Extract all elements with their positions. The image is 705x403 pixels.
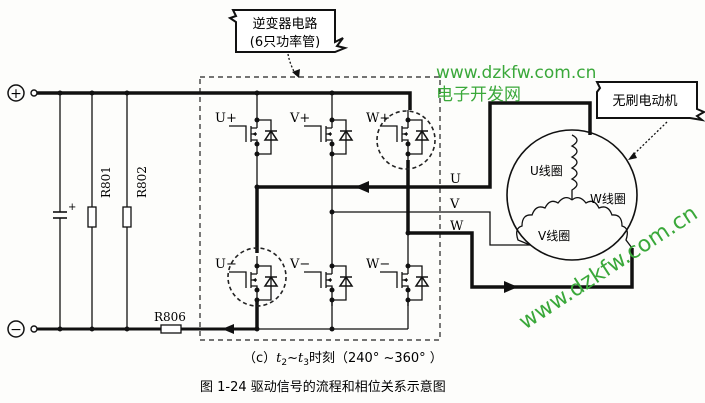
- resistor-r806: R806: [154, 310, 186, 334]
- svg-text:+: +: [68, 202, 76, 213]
- phase-u-line: [257, 101, 592, 189]
- svg-text:R802: R802: [135, 166, 149, 198]
- switch-label: U−: [215, 257, 237, 272]
- current-arrow-u: [355, 181, 369, 193]
- mosfet-wplus: W+: [366, 110, 430, 160]
- switch-label: U+: [215, 111, 237, 126]
- resistor-r801: R801: [87, 90, 113, 332]
- switch-label: W+: [366, 111, 390, 126]
- inverter-boundary: [199, 76, 441, 341]
- v-coil: [516, 196, 573, 246]
- conducting-highlight-u-minus: [227, 247, 287, 307]
- mosfet-wminus: W−: [366, 256, 430, 306]
- figure-caption: 图 1-24 驱动信号的流程和相位关系示意图: [200, 379, 446, 395]
- watermark-site-name: 电子开发网: [436, 85, 521, 105]
- mosfet-vminus: V−: [289, 256, 354, 306]
- svg-text:R806: R806: [154, 310, 186, 324]
- conducting-highlight-w-plus: [376, 110, 436, 170]
- svg-text:+: +: [10, 86, 22, 102]
- v-coil-label: V线圈: [538, 229, 570, 243]
- filter-capacitor: +: [53, 90, 76, 332]
- inverter-callout: 逆变器电路 (6只功率管): [227, 9, 349, 78]
- svg-text:无刷电动机: 无刷电动机: [612, 94, 677, 109]
- w-coil: [571, 196, 633, 249]
- w-coil-label: W线圈: [590, 192, 626, 206]
- label-u: U: [450, 172, 461, 187]
- switch-label: W−: [366, 257, 390, 272]
- svg-text:（c）t2~t3时刻（240° ~360° ）: （c）t2~t3时刻（240° ~360° ）: [243, 351, 443, 368]
- current-arrow-w: [504, 281, 518, 293]
- watermark-url: www.dzkfw.com.cn: [436, 63, 596, 83]
- phase-w-line: [408, 231, 634, 289]
- mosfet-uplus: U+: [215, 110, 279, 160]
- label-v: V: [449, 197, 460, 212]
- watermark-url-diagonal: www.dzkfw.com.cn: [515, 201, 703, 335]
- motor-callout: 无刷电动机: [595, 81, 705, 160]
- negative-terminal: −: [7, 320, 38, 338]
- svg-text:R801: R801: [99, 166, 113, 198]
- current-arrow-negative: [222, 324, 234, 334]
- mosfet-uminus: U−: [215, 256, 279, 306]
- switch-label: V+: [289, 111, 310, 126]
- svg-text:逆变器电路: 逆变器电路: [252, 16, 317, 32]
- mosfet-vplus: V+: [289, 110, 354, 160]
- svg-text:(6只功率管): (6只功率管): [250, 34, 320, 50]
- u-coil-label: U线圈: [530, 164, 563, 178]
- positive-terminal: +: [7, 84, 38, 102]
- svg-text:−: −: [10, 322, 22, 338]
- u-coil: [570, 134, 578, 200]
- subfigure-caption: （c）t2~t3时刻（240° ~360° ）: [243, 351, 443, 368]
- resistor-r802: R802: [122, 90, 149, 332]
- label-w: W: [450, 219, 464, 234]
- brushless-motor: U线圈 W线圈 V线圈: [506, 129, 638, 261]
- phase-v-line: [332, 211, 530, 246]
- switch-label: V−: [289, 257, 310, 272]
- positive-bus: [37, 91, 412, 110]
